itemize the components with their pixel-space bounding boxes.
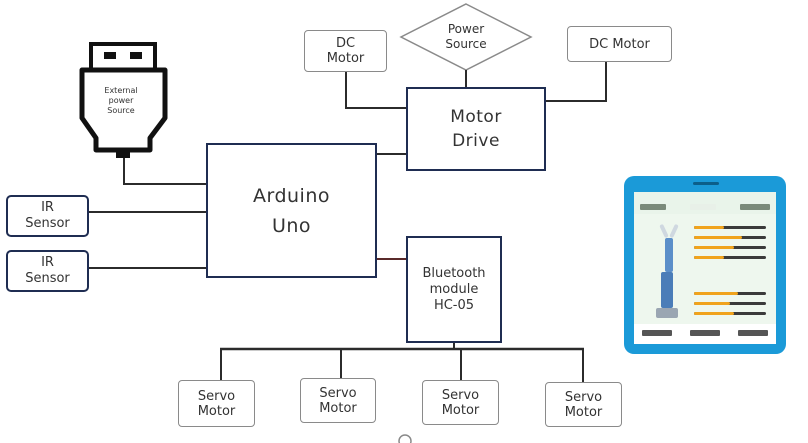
phone-speaker (693, 182, 719, 185)
arm-base (656, 308, 678, 318)
phone-app-illustration (624, 176, 786, 354)
arm-upper (665, 238, 673, 272)
app-button-1 (642, 330, 672, 336)
arduino-uno-box: Arduino Uno (206, 143, 377, 278)
gripper-left (659, 223, 669, 239)
line-usb-arduino (123, 158, 207, 185)
app-body (634, 214, 776, 324)
power-source-label: Power Source (445, 22, 487, 51)
dc-motor-right: DC Motor (567, 26, 672, 62)
gripper-right (669, 223, 679, 239)
servo-motor-1: Servo Motor (178, 380, 255, 427)
slider-3 (694, 246, 766, 249)
bluetooth-module-box: Bluetooth module HC-05 (406, 236, 502, 343)
slider-1 (694, 226, 766, 229)
app-button-2 (690, 330, 720, 336)
usb-plug-icon (79, 42, 168, 158)
app-tab-1 (640, 204, 666, 210)
ir-sensor-2: IR Sensor (6, 250, 89, 292)
slider-4 (694, 256, 766, 259)
slider-5 (694, 292, 766, 295)
slider-6 (694, 302, 766, 305)
ir-sensor-1: IR Sensor (6, 195, 89, 237)
app-button-3 (738, 330, 768, 336)
app-tab-2 (690, 204, 716, 210)
servo-motor-3: Servo Motor (422, 380, 499, 425)
app-header (634, 192, 776, 215)
line-dcmotor-right (545, 62, 607, 102)
dc-motor-left: DC Motor (304, 30, 387, 72)
servo-motor-4: Servo Motor (545, 382, 622, 427)
arm-lower (661, 272, 673, 308)
phone-screen (634, 192, 776, 344)
external-power-label: External power Source (104, 86, 138, 115)
motor-drive-box: Motor Drive (406, 87, 546, 171)
servo-motor-2: Servo Motor (300, 378, 376, 423)
app-tab-3 (740, 204, 770, 210)
line-dcmotor-left (345, 72, 407, 109)
slider-2 (694, 236, 766, 239)
connector-circle (398, 434, 412, 443)
slider-7 (694, 312, 766, 315)
